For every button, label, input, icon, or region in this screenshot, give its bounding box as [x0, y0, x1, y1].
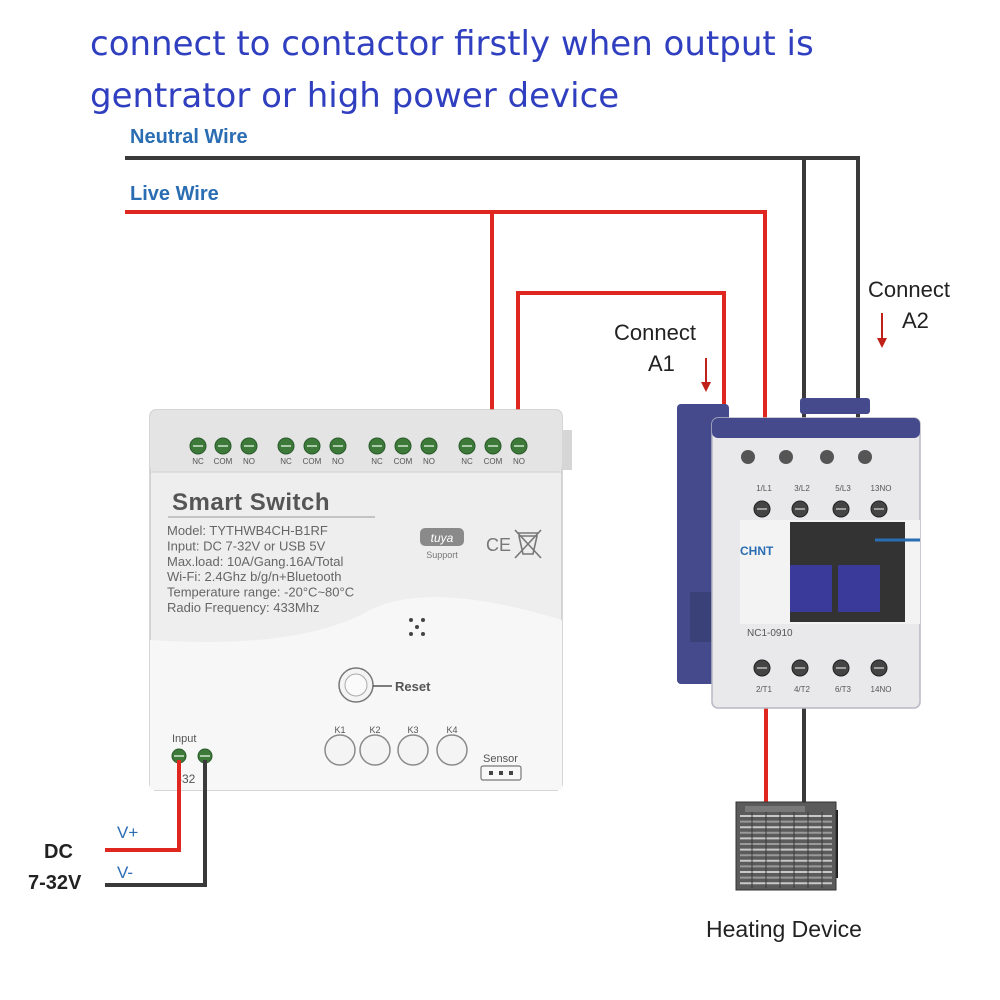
terminal-label: COM	[214, 457, 233, 466]
channel-button-label: K1	[334, 725, 345, 735]
terminal-label: NO	[513, 457, 525, 466]
channel-button-k4[interactable]	[436, 734, 468, 766]
channel-button-k2[interactable]	[359, 734, 391, 766]
tuya-support: Support	[426, 550, 458, 560]
spec-line: Input: DC 7-32V or USB 5V	[167, 538, 326, 553]
contactor-top-label: 13NO	[871, 484, 892, 493]
tuya-brand: tuya	[431, 531, 454, 545]
reset-button[interactable]	[338, 667, 374, 703]
terminal-label: COM	[303, 457, 322, 466]
contactor-brand: CHNT	[740, 544, 774, 558]
terminal-label: NC	[461, 457, 473, 466]
tuya-logo: tuya Support	[420, 528, 464, 560]
terminal-label: NO	[332, 457, 344, 466]
spec-line: Model: TYTHWB4CH-B1RF	[167, 523, 328, 538]
terminal-screw-10[interactable]	[458, 437, 476, 455]
header-line-2: gentrator or high power device	[90, 76, 620, 116]
arrow-down-icon-a1	[701, 358, 711, 392]
connect-a1-label-line2: A1	[648, 351, 675, 376]
speaker-grille-icon	[409, 618, 425, 636]
contactor-top-label: 5/L3	[835, 484, 851, 493]
live-wire	[125, 210, 767, 505]
channel-button-k3[interactable]	[397, 734, 429, 766]
contactor	[677, 398, 921, 709]
sensor-port[interactable]	[480, 765, 522, 781]
contactor-top-screw-4[interactable]	[858, 450, 872, 464]
contactor-top-screw-1[interactable]	[741, 450, 755, 464]
dc-vplus-wire	[105, 760, 181, 852]
contactor-model: NC1-0910	[747, 628, 793, 639]
terminal-screw-12[interactable]	[510, 437, 528, 455]
terminal-label: COM	[394, 457, 413, 466]
contactor-top-screw-2[interactable]	[779, 450, 793, 464]
dc-label: DC	[44, 841, 73, 863]
spec-line: Wi-Fi: 2.4Ghz b/g/n+Bluetooth	[167, 569, 342, 584]
terminal-label: NC	[371, 457, 383, 466]
terminal-screw-8[interactable]	[394, 437, 412, 455]
sensor-label: Sensor	[483, 753, 518, 765]
live-wire-label: Live Wire	[130, 183, 219, 205]
dc-vminus-wire	[105, 760, 207, 887]
terminal-screw-7[interactable]	[368, 437, 386, 455]
dc-range-label: 7-32V	[28, 872, 82, 894]
switch-terminal-block: NC COM NO NC COM NO NC COM NO NC COM NO	[189, 437, 528, 466]
channel-buttons: K1 K2 K3 K4	[324, 725, 468, 766]
neutral-wire-label: Neutral Wire	[130, 126, 248, 148]
channel-button-label: K2	[369, 725, 380, 735]
terminal-label: NO	[243, 457, 255, 466]
channel-button-label: K3	[407, 725, 418, 735]
heating-device-label: Heating Device	[706, 916, 862, 942]
contactor-top-label: 1/L1	[756, 484, 772, 493]
vplus-label: V+	[117, 823, 138, 842]
connect-a2-label-line1: Connect	[868, 277, 950, 302]
terminal-screw-1[interactable]	[189, 437, 207, 455]
terminal-screw-4[interactable]	[277, 437, 295, 455]
contactor-bottom-label: 2/T1	[756, 685, 773, 694]
weee-bin-icon	[514, 529, 542, 559]
reset-label: Reset	[395, 679, 431, 694]
connect-a2-label-line2: A2	[902, 308, 929, 333]
contactor-terminals: 1/L1 3/L2 5/L3 13NO 2/T1 4/T2 6/T3 14NO	[741, 450, 891, 694]
channel-button-label: K4	[446, 725, 457, 735]
spec-line: Radio Frequency: 433Mhz	[167, 600, 319, 615]
ce-mark: CE	[486, 535, 511, 555]
terminal-screw-2[interactable]	[214, 437, 232, 455]
contactor-bottom-label: 14NO	[871, 685, 892, 694]
input-label: Input	[172, 733, 196, 745]
terminal-label: NC	[192, 457, 204, 466]
contactor-top-label: 3/L2	[794, 484, 810, 493]
terminal-label: NO	[423, 457, 435, 466]
terminal-screw-11[interactable]	[484, 437, 502, 455]
terminal-screw-3[interactable]	[240, 437, 258, 455]
terminal-screw-9[interactable]	[420, 437, 438, 455]
contactor-top-screw-3[interactable]	[820, 450, 834, 464]
channel-button-k1[interactable]	[324, 734, 356, 766]
connect-a1-label-line1: Connect	[614, 320, 696, 345]
terminal-screw-5[interactable]	[303, 437, 321, 455]
spec-line: Max.load: 10A/Gang.16A/Total	[167, 554, 343, 569]
vminus-label: V-	[117, 863, 133, 882]
terminal-screw-6[interactable]	[329, 437, 347, 455]
contactor-bottom-label: 4/T2	[794, 685, 811, 694]
terminal-label: NC	[280, 457, 292, 466]
switch-title: Smart Switch	[172, 489, 330, 516]
heating-device	[735, 801, 838, 891]
terminal-label: COM	[484, 457, 503, 466]
arrow-down-icon-a2	[877, 313, 887, 348]
switch-output-wire	[516, 291, 726, 440]
input-voltage-label: -32	[178, 772, 196, 786]
contactor-bottom-label: 6/T3	[835, 685, 852, 694]
spec-line: Temperature range: -20°C~80°C	[167, 585, 354, 600]
header-line-1: connect to contactor firstly when output…	[90, 24, 814, 64]
